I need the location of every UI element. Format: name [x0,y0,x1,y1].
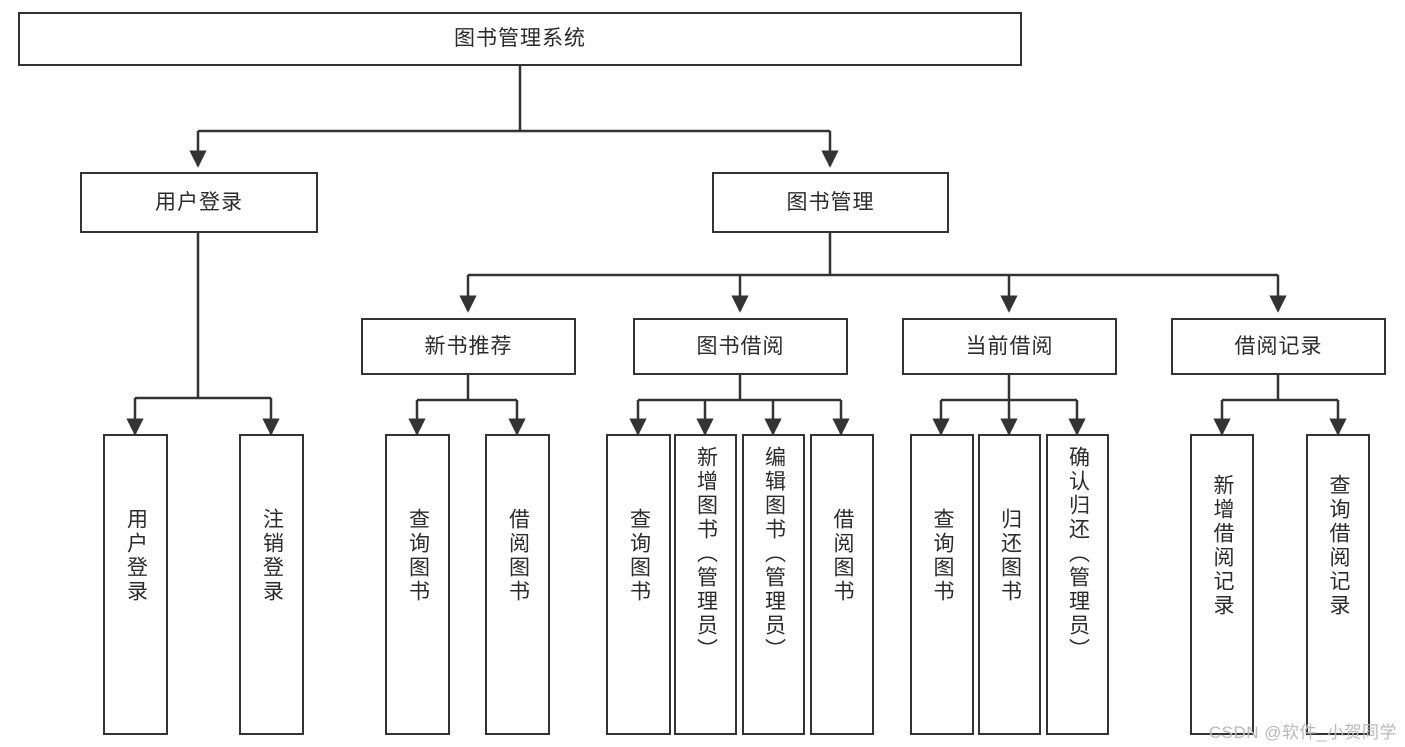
node-label: 图书借阅 [696,334,785,358]
node-leaf-query-book-2[interactable]: 查询图书 [606,434,671,735]
node-label: 图书管理 [786,190,875,214]
node-label: 用户登录 [124,508,148,604]
node-leaf-return-book[interactable]: 归还图书 [978,434,1041,735]
connector-currentborrow-to-leaves [932,375,1086,436]
node-user-login[interactable]: 用户登录 [80,172,318,233]
node-borrow-record[interactable]: 借阅记录 [1171,318,1386,375]
node-leaf-user-login[interactable]: 用户登录 [103,434,168,735]
node-label: 新增借阅记录 [1211,474,1235,618]
node-label: 借阅图书 [506,508,530,604]
node-label: 查询借阅记录 [1327,474,1351,618]
node-label: 借阅图书 [831,508,855,604]
node-label: 新增图书（管理员） [694,446,718,662]
node-leaf-confirm-return[interactable]: 确认归还（管理员） [1046,434,1109,735]
node-label: 查询图书 [406,508,430,604]
node-label: 查询图书 [627,508,651,604]
node-leaf-edit-book[interactable]: 编辑图书（管理员） [742,434,805,735]
node-current-borrow[interactable]: 当前借阅 [902,318,1117,375]
node-leaf-borrow-book-1[interactable]: 借阅图书 [485,434,550,735]
node-leaf-query-record[interactable]: 查询借阅记录 [1306,434,1370,735]
node-label: 归还图书 [998,508,1022,604]
node-label: 用户登录 [155,190,243,214]
node-leaf-borrow-book-2[interactable]: 借阅图书 [810,434,874,735]
connector-userlogin-to-leaves [126,233,280,436]
connector-borrowrecord-to-leaves [1213,375,1347,436]
connector-newbook-to-leaves [408,375,526,436]
node-label: 图书管理系统 [454,27,586,51]
connector-root-to-level2 [189,66,839,168]
connector-bookborrow-to-leaves [629,375,850,436]
node-book-management[interactable]: 图书管理 [712,172,949,233]
node-leaf-add-record[interactable]: 新增借阅记录 [1190,434,1254,735]
node-book-borrow[interactable]: 图书借阅 [633,318,848,375]
node-leaf-query-book-3[interactable]: 查询图书 [910,434,974,735]
connector-bookmgmt-to-level3 [459,233,1287,313]
node-root-book-management-system[interactable]: 图书管理系统 [18,12,1022,66]
node-label: 新书推荐 [424,334,513,358]
node-new-book-recommend[interactable]: 新书推荐 [361,318,576,375]
node-leaf-query-book-1[interactable]: 查询图书 [385,434,450,735]
node-leaf-add-book[interactable]: 新增图书（管理员） [674,434,737,735]
node-label: 当前借阅 [965,334,1054,358]
node-label: 编辑图书（管理员） [762,446,786,662]
node-label: 借阅记录 [1234,334,1323,358]
node-label: 查询图书 [931,508,955,604]
node-label: 注销登录 [260,508,284,604]
node-label: 确认归还（管理员） [1066,446,1090,662]
node-leaf-user-logout[interactable]: 注销登录 [239,434,304,735]
